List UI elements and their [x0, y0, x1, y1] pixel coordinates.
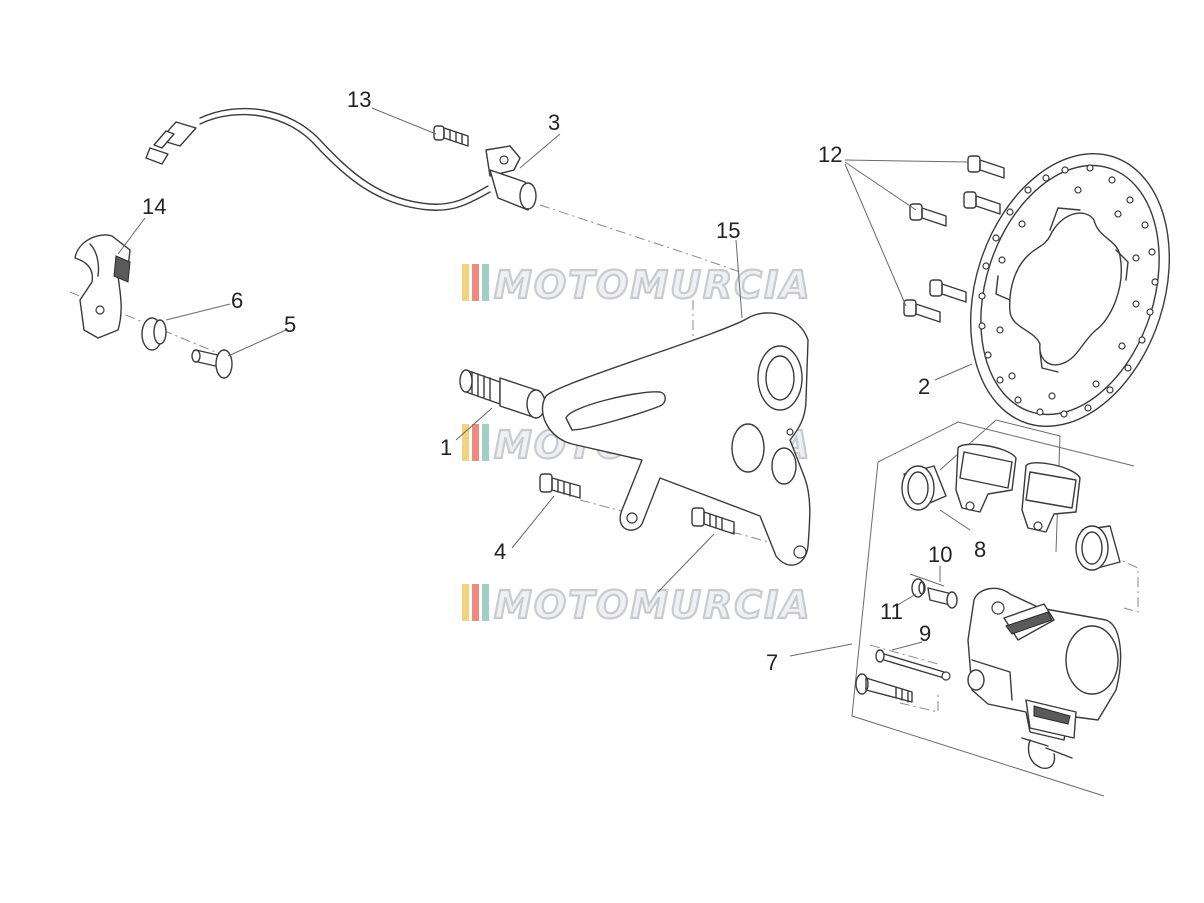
callout-15: 15 — [716, 218, 740, 243]
caliper-bolt — [855, 673, 913, 703]
screw-12e — [903, 299, 941, 323]
callout-14: 14 — [142, 194, 166, 219]
brake-disc-2 — [969, 153, 1171, 427]
callout-1: 1 — [440, 435, 452, 460]
leader-lines — [117, 107, 973, 657]
watermark-bottom: MOTOMURCIA MOTOMURCIA — [462, 582, 812, 628]
stud-1 — [459, 369, 546, 419]
watermark-outline: MOTOMURCIA — [494, 263, 812, 307]
bleeder-10 — [909, 573, 958, 609]
watermark-outline: MOTOMURCIA — [494, 583, 812, 627]
bleeder-cap-11 — [911, 578, 926, 598]
screw-12d — [929, 279, 967, 303]
bracket-14 — [74, 234, 131, 339]
watermark-text: MOTOMURCIA — [494, 263, 812, 307]
callout-4: 4 — [494, 539, 506, 564]
callout-6: 6 — [231, 288, 243, 313]
screw-4b — [691, 507, 735, 535]
caliper-kit-7 — [851, 421, 1135, 797]
abs-sensor — [145, 107, 537, 211]
caliper-piston-left — [901, 465, 947, 511]
callout-3: 3 — [548, 110, 560, 135]
callout-5: 5 — [284, 312, 296, 337]
screw-12b — [963, 191, 1001, 215]
spring-clip — [1021, 737, 1073, 769]
brake-pads-8 — [939, 419, 1081, 553]
callout-9: 9 — [919, 621, 931, 646]
washer-6 — [141, 317, 167, 351]
pin-5 — [191, 349, 233, 379]
callout-7: 7 — [766, 650, 778, 675]
callout-12: 12 — [818, 142, 842, 167]
callout-8: 8 — [974, 537, 986, 562]
pad-pin-9 — [875, 649, 951, 681]
caliper-body — [967, 587, 1122, 741]
callout-11: 11 — [880, 599, 903, 624]
callout-2: 2 — [918, 374, 930, 399]
callout-13: 13 — [347, 87, 371, 112]
watermark-top: MOTOMURCIA MOTOMURCIA — [462, 262, 812, 308]
screw-4a — [539, 473, 581, 499]
screw-12a — [967, 155, 1005, 179]
watermark-text: MOTOMURCIA — [494, 583, 812, 627]
callout-labels: 1 2 3 4 5 6 7 8 9 10 11 12 13 14 15 — [142, 87, 986, 675]
callout-10: 10 — [928, 542, 952, 567]
caliper-bracket-15 — [541, 312, 811, 566]
caliper-piston-right — [1075, 525, 1121, 571]
screw-13 — [433, 125, 469, 147]
screw-12c — [909, 203, 947, 227]
